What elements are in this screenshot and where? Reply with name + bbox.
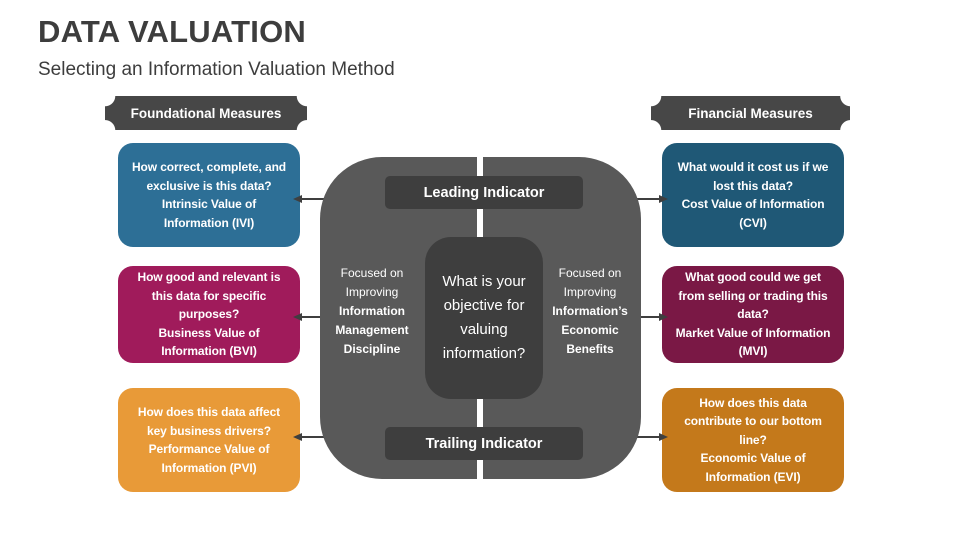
card-value-name: Market Value of Information (MVI) [675, 325, 831, 359]
objective-question-text: What is your objective for valuing infor… [442, 273, 526, 362]
arrow-left-middle [293, 312, 332, 321]
plaque-financial-label: Financial Measures [688, 105, 813, 121]
trailing-indicator-label: Trailing Indicator [385, 427, 583, 460]
card-value-name: Intrinsic Value of Information (IVI) [161, 197, 257, 230]
page-subtitle: Selecting an Information Valuation Metho… [38, 59, 395, 80]
plaque-foundational-label: Foundational Measures [130, 105, 282, 121]
right-focus-text: Focused on Improving Information’s Econo… [538, 264, 642, 359]
arrow-left-bottom [293, 432, 332, 441]
left-focus-text: Focused on Improving Information Managem… [320, 264, 424, 359]
card-question: How correct, complete, and exclusive is … [131, 160, 287, 193]
card-value-name: Business Value of Information (BVI) [158, 325, 260, 359]
card-question: How does this data contribute to our bot… [684, 395, 822, 447]
plaque-foundational-measures: Foundational Measures [105, 96, 307, 130]
card-value-name: Cost Value of Information (CVI) [681, 197, 825, 230]
arrow-left-top [293, 194, 332, 203]
card-value-name: Economic Value of Information (EVI) [700, 451, 806, 484]
card-question: How does this data affect key business d… [137, 405, 281, 438]
card-question: What would it cost us if we lost this da… [677, 160, 829, 193]
objective-question-box: What is your objective for valuing infor… [425, 237, 543, 399]
arrow-right-bottom [629, 432, 668, 441]
trailing-indicator-text: Trailing Indicator [425, 435, 543, 452]
right-focus-bold: Information’s Economic Benefits [552, 304, 628, 356]
arrow-right-middle [629, 312, 668, 321]
right-focus-normal: Focused on Improving [558, 266, 622, 299]
left-focus-bold: Information Management Discipline [335, 304, 409, 356]
leading-indicator-label: Leading Indicator [385, 176, 583, 209]
card-market-value: What good could we get from selling or t… [662, 266, 844, 363]
leading-indicator-text: Leading Indicator [423, 184, 545, 201]
card-value-name: Performance Value of Information (PVI) [148, 442, 270, 475]
card-question: How good and relevant is this data for s… [137, 270, 281, 322]
card-intrinsic-value: How correct, complete, and exclusive is … [118, 143, 300, 247]
left-focus-normal: Focused on Improving [340, 266, 404, 299]
card-question: What good could we get from selling or t… [678, 270, 828, 322]
card-performance-value: How does this data affect key business d… [118, 388, 300, 492]
plaque-financial-measures: Financial Measures [651, 96, 850, 130]
card-cost-value: What would it cost us if we lost this da… [662, 143, 844, 247]
card-business-value: How good and relevant is this data for s… [118, 266, 300, 363]
card-economic-value: How does this data contribute to our bot… [662, 388, 844, 492]
arrow-right-top [629, 194, 668, 203]
page-title: DATA VALUATION [38, 14, 306, 49]
